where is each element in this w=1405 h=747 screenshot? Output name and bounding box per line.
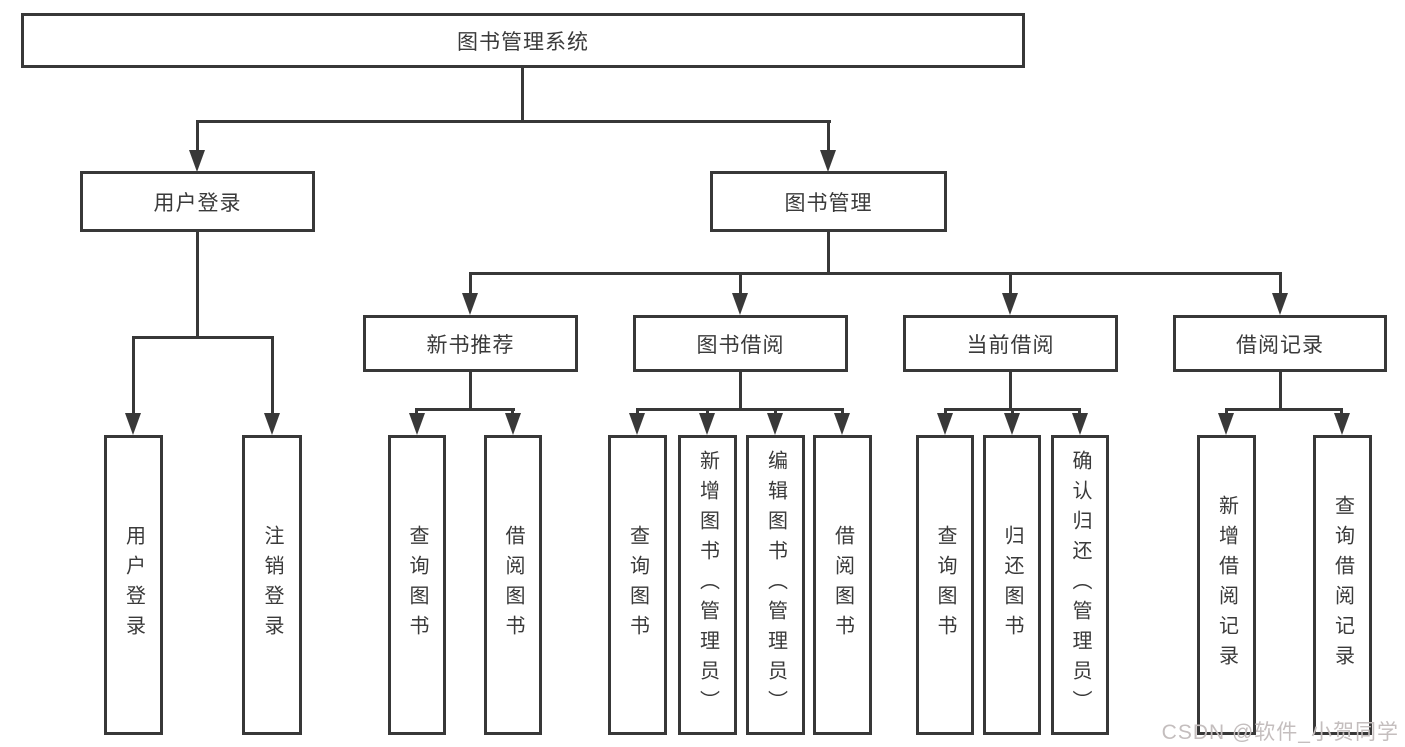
arrow-down-icon	[834, 413, 850, 435]
leaf-label: 新增借阅记录	[1215, 495, 1238, 675]
node-new-book-recommendation: 新书推荐	[363, 315, 578, 372]
leaf-label: 查询借阅记录	[1331, 495, 1354, 675]
arrow-down-icon	[1072, 413, 1088, 435]
connector-line	[196, 120, 199, 152]
arrow-down-icon	[1334, 413, 1350, 435]
connector-line	[132, 336, 135, 413]
node-library-system: 图书管理系统	[21, 13, 1025, 68]
connector-line	[1279, 372, 1282, 408]
leaf-label: 归还图书	[1001, 525, 1023, 645]
leaf-return-books: 归还图书	[983, 435, 1041, 735]
arrow-down-icon	[1218, 413, 1234, 435]
arrow-down-icon	[629, 413, 645, 435]
arrow-down-icon	[699, 413, 715, 435]
connector-line	[1009, 272, 1012, 298]
node-label: 图书管理	[784, 191, 873, 215]
node-borrowing-records: 借阅记录	[1173, 315, 1387, 372]
connector-line	[739, 372, 742, 408]
node-current-borrowing: 当前借阅	[903, 315, 1118, 372]
leaf-logout: 注销登录	[242, 435, 302, 735]
node-user-login: 用户登录	[80, 171, 315, 232]
arrow-down-icon	[462, 293, 478, 315]
leaf-borrow-books: 借阅图书	[813, 435, 872, 735]
node-label: 借阅记录	[1236, 333, 1324, 357]
arrow-down-icon	[189, 150, 205, 172]
node-book-borrowing: 图书借阅	[633, 315, 848, 372]
leaf-add-borrow-record: 新增借阅记录	[1197, 435, 1256, 735]
connector-line	[636, 408, 639, 416]
connector-line	[415, 408, 418, 416]
connector-line	[521, 68, 524, 120]
node-book-management: 图书管理	[710, 171, 947, 232]
arrow-down-icon	[1272, 293, 1288, 315]
arrow-down-icon	[264, 413, 280, 435]
leaf-query-borrow-record: 查询借阅记录	[1313, 435, 1372, 735]
leaf-label: 用户登录	[122, 525, 145, 645]
connector-line	[271, 336, 274, 413]
connector-line	[1340, 408, 1343, 416]
connector-line	[827, 232, 830, 272]
leaf-label: 查询图书	[406, 525, 428, 645]
node-label: 图书管理系统	[457, 30, 589, 54]
leaf-edit-books-admin: 编辑图书（管理员）	[746, 435, 805, 735]
connector-line	[841, 408, 844, 416]
leaf-borrow-books-recommend: 借阅图书	[484, 435, 542, 735]
leaf-query-books-borrowing: 查询图书	[608, 435, 667, 735]
leaf-user-login: 用户登录	[104, 435, 163, 735]
leaf-query-books-recommend: 查询图书	[388, 435, 446, 735]
arrow-down-icon	[505, 413, 521, 435]
csdn-watermark: CSDN @软件_小贺同学	[1161, 721, 1399, 744]
leaf-add-books-admin: 新增图书（管理员）	[678, 435, 737, 735]
node-label: 图书借阅	[696, 333, 785, 357]
leaf-label: 编辑图书（管理员）	[764, 450, 787, 720]
connector-line	[1011, 408, 1014, 416]
leaf-label: 借阅图书	[831, 525, 854, 645]
connector-line	[1009, 372, 1012, 408]
leaf-label: 查询图书	[626, 525, 649, 645]
leaf-confirm-return-admin: 确认归还（管理员）	[1051, 435, 1109, 735]
connector-line	[706, 408, 709, 416]
connector-line	[132, 336, 274, 339]
connector-line	[739, 272, 742, 298]
connector-line	[944, 408, 947, 416]
arrow-down-icon	[732, 293, 748, 315]
connector-line	[469, 372, 472, 408]
connector-line	[636, 408, 844, 411]
connector-line	[469, 272, 1282, 275]
connector-line	[196, 232, 199, 336]
leaf-label: 查询图书	[934, 525, 956, 645]
connector-line	[1279, 272, 1282, 298]
node-label: 当前借阅	[966, 333, 1055, 357]
leaf-label: 确认归还（管理员）	[1069, 450, 1091, 720]
node-label: 新书推荐	[426, 333, 515, 357]
arrow-down-icon	[937, 413, 953, 435]
connector-line	[1078, 408, 1081, 416]
connector-line	[415, 408, 515, 411]
leaf-label: 注销登录	[261, 525, 283, 645]
arrow-down-icon	[1002, 293, 1018, 315]
arrow-down-icon	[767, 413, 783, 435]
connector-line	[774, 408, 777, 416]
connector-line	[1225, 408, 1228, 416]
connector-line	[469, 272, 472, 298]
connector-line	[827, 120, 830, 152]
arrow-down-icon	[1004, 413, 1020, 435]
connector-line	[1225, 408, 1343, 411]
arrow-down-icon	[125, 413, 141, 435]
leaf-label: 借阅图书	[502, 525, 524, 645]
arrow-down-icon	[409, 413, 425, 435]
leaf-query-books-current: 查询图书	[916, 435, 974, 735]
connector-line	[196, 120, 831, 123]
arrow-down-icon	[820, 150, 836, 172]
connector-line	[511, 408, 514, 416]
node-label: 用户登录	[153, 191, 242, 215]
leaf-label: 新增图书（管理员）	[696, 450, 719, 720]
